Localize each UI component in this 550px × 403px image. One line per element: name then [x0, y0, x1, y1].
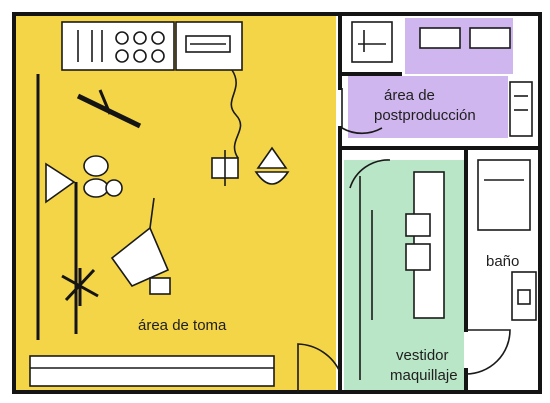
door-swing-icon — [297, 343, 341, 392]
mirror-icon — [359, 171, 445, 380]
post-desk-icon — [351, 21, 533, 137]
post-door-swing-icon — [341, 88, 383, 135]
light-tripod-icon — [61, 268, 99, 306]
postproduction-area-fill — [348, 76, 508, 138]
toilet-icon — [511, 271, 537, 321]
chair-icon — [83, 155, 123, 198]
cable — [230, 69, 242, 159]
dressing-label-line1: vestidor — [396, 347, 449, 364]
desk-icon — [175, 21, 243, 71]
shoot-area-fill — [14, 14, 336, 392]
softbox-icon — [110, 197, 171, 295]
bathroom-label: baño — [486, 253, 519, 270]
outer-wall — [12, 12, 542, 394]
storage-shelf-icon — [61, 21, 175, 71]
camera-tripod-icon — [211, 146, 290, 186]
dressing-label-line2: maquillaje — [390, 367, 458, 384]
shower-icon — [477, 159, 531, 231]
bath-door-swing-icon — [465, 329, 511, 375]
postproduction-label-line2: postproducción — [374, 107, 476, 124]
backdrop-stand-icon — [36, 74, 78, 340]
dress-door-swing-icon — [349, 159, 391, 189]
shoot-area-label: área de toma — [138, 317, 227, 334]
bench-icon — [29, 355, 275, 387]
postproduction-label-line1: área de — [384, 87, 435, 104]
studio-light-icon — [76, 89, 142, 129]
